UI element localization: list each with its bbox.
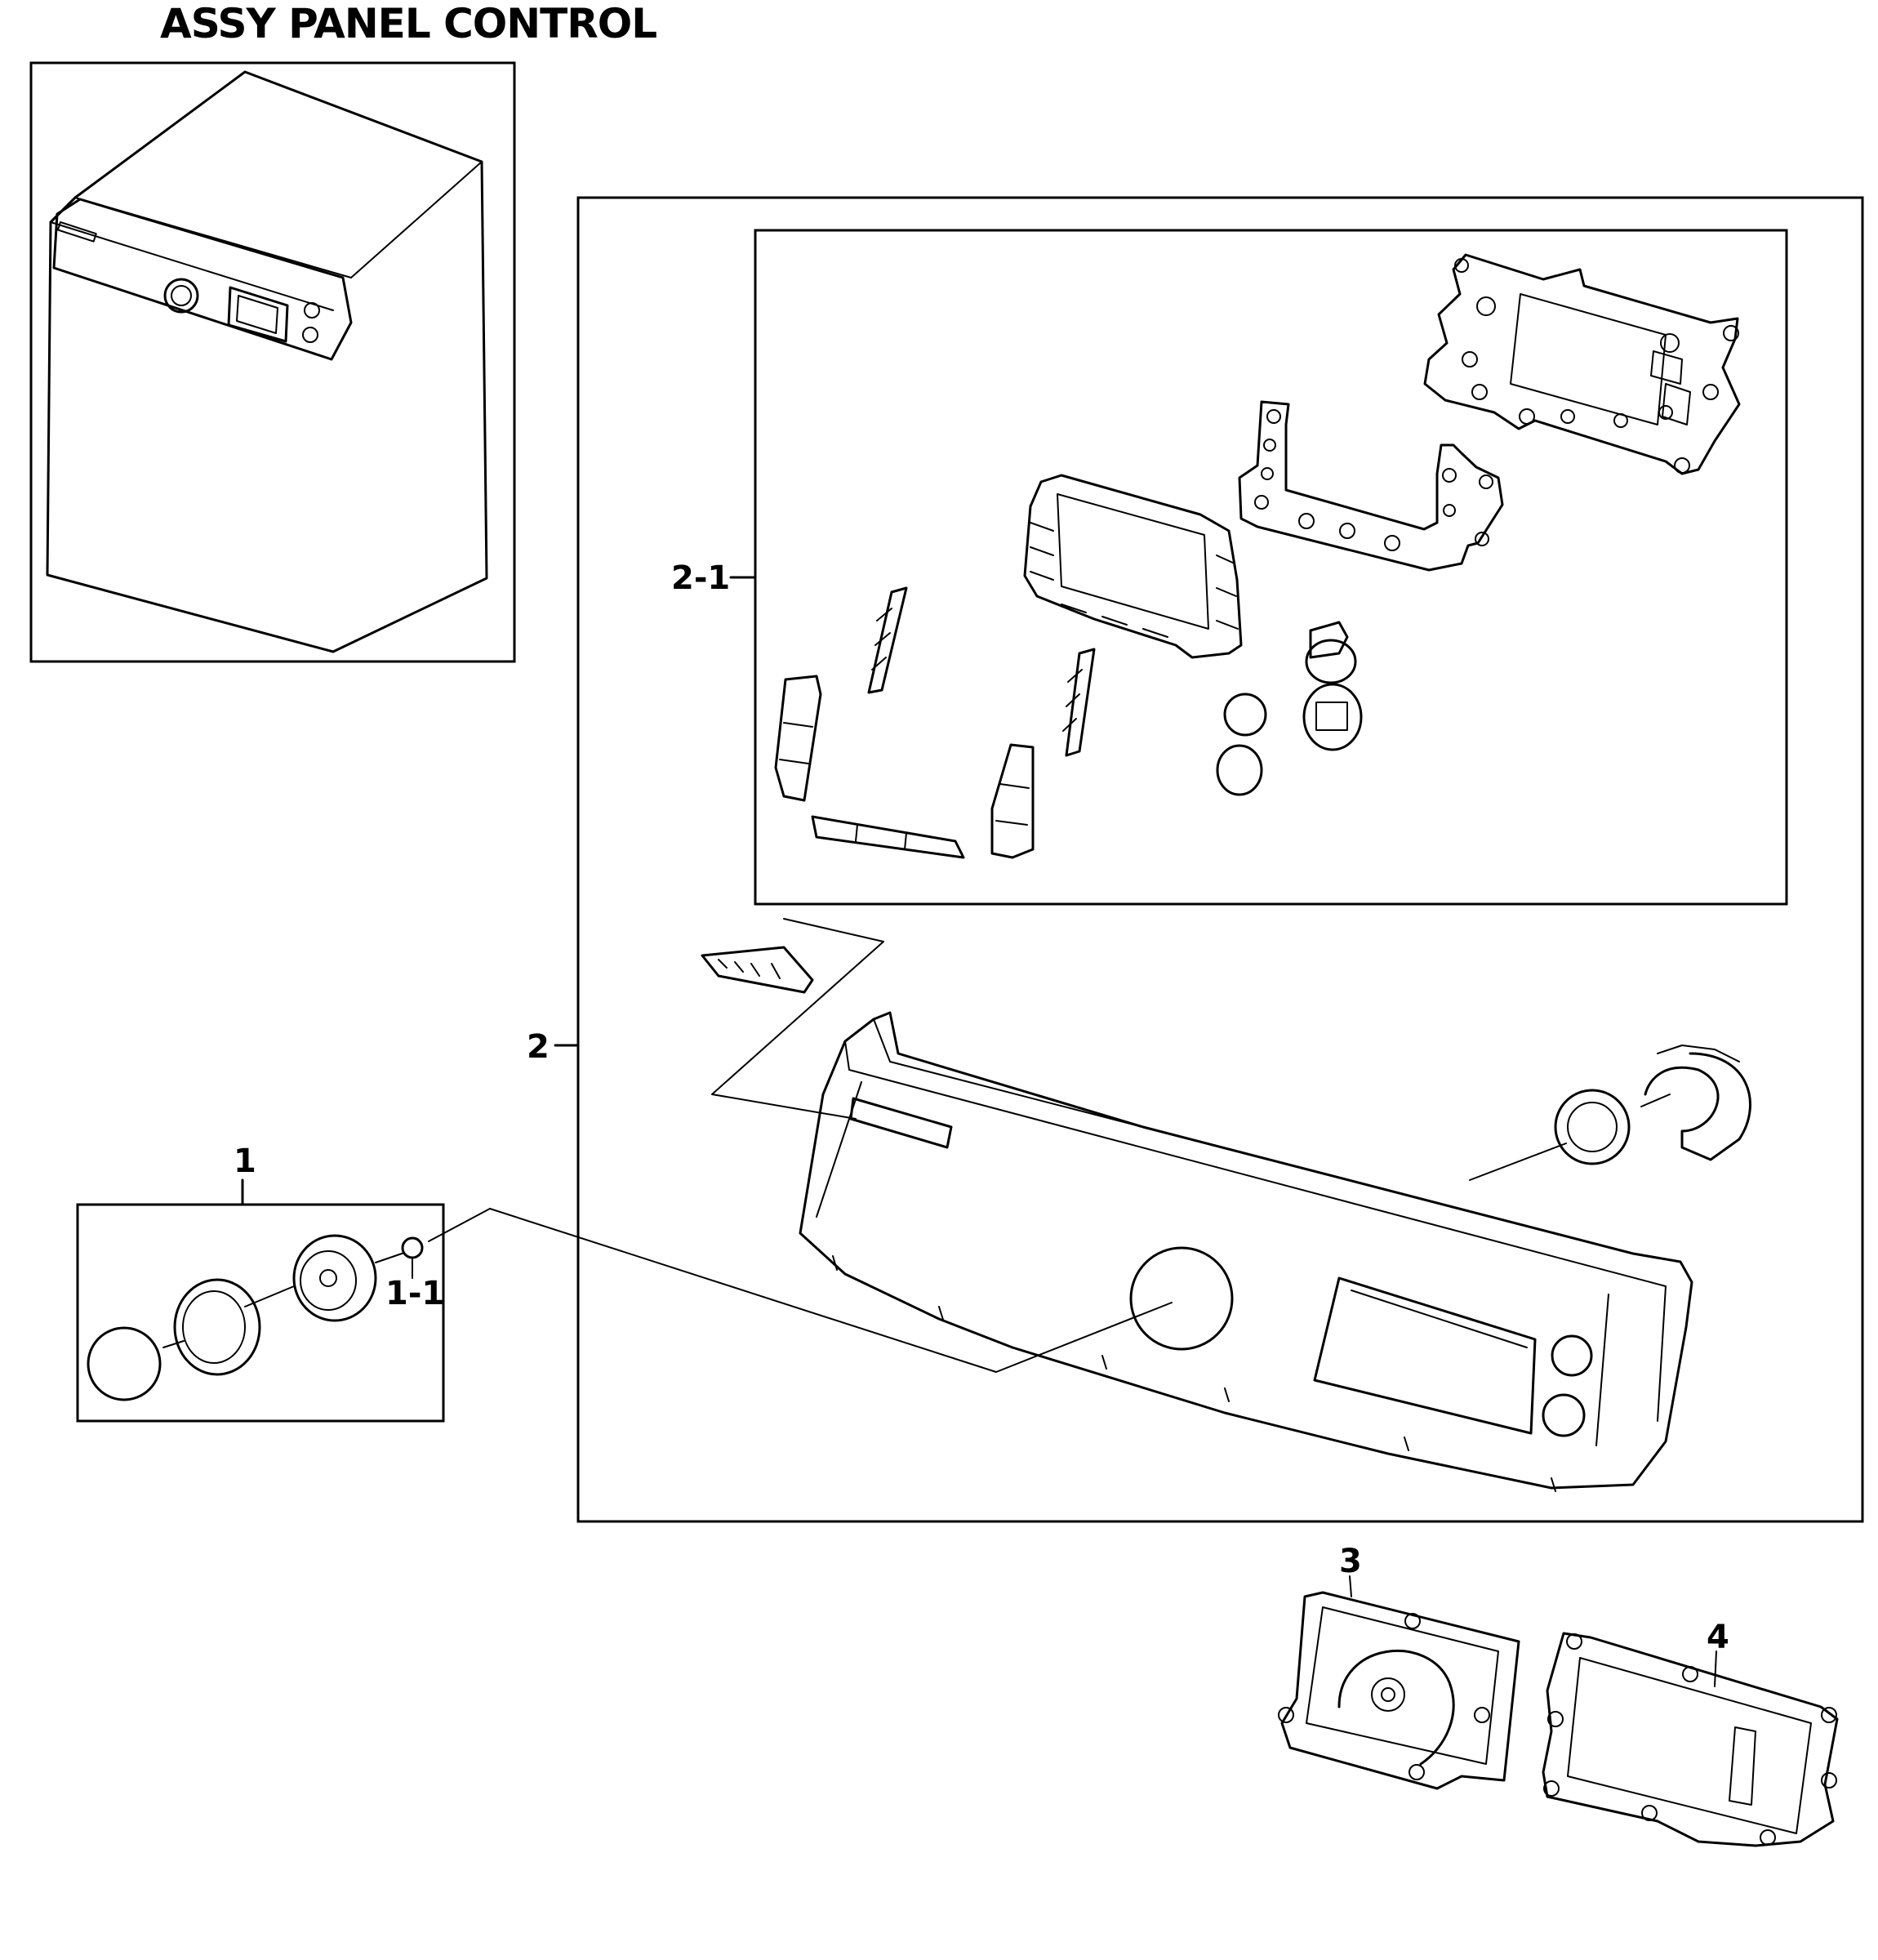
- panel-display-window: [1315, 1278, 1535, 1433]
- panel-button-upper: [1552, 1336, 1591, 1375]
- callout-part-2: 2: [527, 1028, 550, 1066]
- control-panel-housing: [800, 1013, 1692, 1491]
- dial-encoder-parts: [1470, 1045, 1751, 1180]
- part-2-assembly-frame: [578, 198, 1862, 1521]
- callout-part-2-1: 2-1: [671, 559, 731, 597]
- button-strip-parts: [776, 588, 1094, 858]
- part-1-knob-frame: [78, 1205, 443, 1421]
- panel-button-lower: [1543, 1395, 1584, 1436]
- knob-spring-icon: [403, 1238, 422, 1258]
- overview-dial-icon: [165, 279, 198, 312]
- panel-dial-opening: [1131, 1248, 1232, 1349]
- pcb-components-group: [776, 255, 1739, 858]
- appliance-overview-group: [31, 63, 514, 662]
- display-holder: [1025, 475, 1241, 657]
- diagram-title: ASSY PANEL CONTROL: [160, 0, 657, 47]
- callout-part-3: 3: [1339, 1543, 1362, 1580]
- callout-part-4: 4: [1707, 1619, 1729, 1656]
- pcb-frame-u-shape: [1239, 402, 1502, 570]
- encoder-ring-icon: [1555, 1090, 1629, 1164]
- part-4-display-pcb: [1543, 1633, 1837, 1846]
- knob-body-icon: [294, 1236, 376, 1321]
- callout-part-1: 1: [234, 1143, 256, 1180]
- overview-frame: [31, 63, 514, 662]
- part-3-main-pcb: [1279, 1576, 1519, 1788]
- callout-part-1-1: 1-1: [385, 1275, 445, 1312]
- decal-parts: [702, 919, 883, 1119]
- washer-body-illustration: [47, 72, 487, 652]
- knob-cap-icon: [88, 1328, 160, 1400]
- pcb-frame-large: [1425, 255, 1739, 474]
- part-1-knob-group: [78, 1180, 1172, 1421]
- knob-ring-icon: [175, 1280, 260, 1374]
- knob-parts-small: [1217, 622, 1361, 795]
- part-2-1-pcb-assembly-frame: [755, 230, 1787, 904]
